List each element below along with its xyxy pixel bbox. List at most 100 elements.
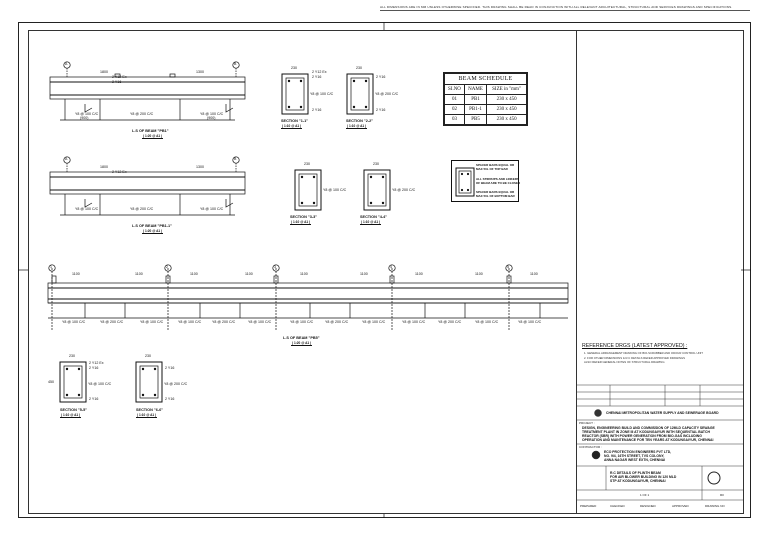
stirrup-label: Y8 @ 100 C/C	[75, 207, 99, 211]
span-dim: 1100	[300, 272, 308, 276]
table-cell: 02	[444, 104, 465, 115]
stirrup-label: Y8 @ 100 C/C	[248, 320, 272, 324]
section-title-2: SECTION "2-2"	[346, 119, 374, 123]
project-line: DESIGN, ENGINEERING BUILD AND COMMISSION…	[582, 426, 715, 430]
table-cell: 230 x 450	[486, 94, 527, 105]
note-line: MAX 50L OF TOP BAR	[476, 167, 508, 171]
section-stirrup: Y8 @ 200 C/C	[375, 92, 399, 96]
stirrup-label: Y8 @ 100 C/C	[518, 320, 542, 324]
stirrup-label: Y8 @ 200 C/C	[325, 320, 349, 324]
table-row: 01 PB1 230 x 450	[444, 94, 527, 105]
section-stirrup: Y8 @ 200 C/C	[392, 188, 416, 192]
top-note-underline	[380, 10, 750, 11]
note-line: OF BEAM ARE TO BE CLOSED	[476, 181, 521, 185]
span-dim: 1100	[530, 272, 538, 276]
section-bar: 2 Y16	[376, 75, 386, 79]
stirrup-label: Y8 @ 200 C/C	[130, 207, 154, 211]
section-bar: 2 Y16	[312, 75, 322, 79]
section-stirrup: Y8 @ 100 C/C	[88, 382, 112, 386]
reference-drawings-title: REFERENCE DRGS (LATEST APPROVED) :	[582, 343, 688, 349]
stirrup-label: Y8 @ 100 C/C	[200, 207, 224, 211]
section-title-4: SECTION "4-4"	[360, 215, 388, 219]
section-bar: 2 Y16	[312, 108, 322, 112]
schedule-header: SI.NO	[444, 84, 465, 95]
view-scale: ( 1:10 @ A1 )	[60, 413, 82, 418]
section-stirrup: Y8 @ 200 C/C	[164, 382, 188, 386]
stirrup-label: Y8 @ 200 C/C	[212, 320, 236, 324]
grid-label-4: 4	[390, 265, 392, 269]
section-width: 230	[304, 162, 310, 166]
note-line: SPACER BARS EQUAL OR	[476, 163, 515, 167]
reference-line: 1. GENERAL ARRANGEMENT DRAWING OF BIO-SC…	[584, 351, 703, 355]
contractor-line: ANNA NAGAR WEST EXTN, CHENNAI	[604, 458, 666, 462]
view-scale: ( 1:10 @ A1 )	[281, 124, 303, 129]
stirrup-label: Y8 @ 200 C/C	[438, 320, 462, 324]
table-row: 02 PB1-1 230 x 450	[444, 104, 527, 115]
section-bar: 2 Y16	[89, 366, 99, 370]
project-line: TREATMENT PLANT IN ZONE III AT KODUNGAIY…	[582, 430, 710, 434]
note-line: MAX 50L OF BOTTOM BAR	[476, 194, 515, 198]
stirrup-label: Y8 @ 100 C/C	[200, 112, 224, 116]
stirrup-label: Y8 @ 100 C/C	[475, 320, 499, 324]
footer-item: CHECKED	[610, 504, 625, 508]
stirrup-label: Y8 @ 100 C/C	[402, 320, 426, 324]
reference-line: 2. FOR OTHER DIMENSIONS & R.C DETAILS RE…	[584, 356, 686, 360]
note-line: ALL STIRRUPS AND LINKERS	[476, 177, 520, 181]
grid-label-b: B	[234, 62, 237, 66]
view-scale: ( 1:20 @ A1 )	[291, 341, 313, 346]
table-cell: 03	[444, 114, 465, 125]
footer-item: DRAWING NO	[705, 504, 725, 508]
span-dim: 1300	[196, 70, 204, 74]
stirrup-label: Y8 @ 100 C/C	[62, 320, 86, 324]
section-width: 230	[145, 354, 151, 358]
span-dim: 1800	[100, 70, 108, 74]
beam-elevation-pb1	[49, 61, 246, 121]
beam-elevation-pb1-1	[49, 156, 246, 216]
table-cell: PB1-1	[463, 104, 488, 115]
contractor-line: NO. 9/4, 16TH STREET, TVS COLONY,	[604, 454, 665, 458]
section-width: 230	[373, 162, 379, 166]
project-label: PROJECT :	[579, 421, 595, 425]
stirrup-label: Y8 @ 100 C/C	[178, 320, 202, 324]
view-title-ls-pb5: L.S OF BEAM "PB5"	[283, 336, 320, 340]
table-cell: 230 x 450	[486, 104, 527, 115]
grid-label-3: 3	[274, 265, 276, 269]
stirrup-label: Y8 @ 200 C/C	[100, 320, 124, 324]
grid-label-1: 1	[50, 265, 52, 269]
section-title-5: SECTION "5-5"	[60, 408, 88, 412]
section-width: 230	[291, 66, 297, 70]
view-scale: ( 1:10 @ A1 )	[346, 124, 368, 129]
revision: R0	[720, 493, 724, 497]
section-title-3: SECTION "3-3"	[290, 215, 318, 219]
section-bar: 2 Y16	[89, 397, 99, 401]
beam-schedule-title: BEAM SCHEDULE	[444, 73, 527, 85]
grid-label-b: B	[234, 157, 237, 161]
span-dim: 1100	[360, 272, 368, 276]
top-bar-label: 2 Y16	[112, 80, 122, 84]
stirrup-label: Y8 @ 100 C/C	[290, 320, 314, 324]
stirrup-label: Y8 @ 100 C/C	[75, 112, 99, 116]
table-cell: 230 x 450	[486, 114, 527, 125]
beam-schedule-table: BEAM SCHEDULE SI.NO NAME SIZE in "mm" 01…	[443, 72, 528, 126]
span-dim: 1100	[475, 272, 483, 276]
drawing-title-line: FOR AIR BLOWER BUILDING IN 120 MLD	[610, 475, 677, 479]
stirrup-label: Y8 @ 100 C/C	[140, 320, 164, 324]
top-general-note: ALL DIMENSIONS ARE IN MM UNLESS OTHERWIS…	[380, 5, 733, 9]
stirrup-label: Y8 @ 100 C/C	[362, 320, 386, 324]
table-cell: 01	[444, 94, 465, 105]
footer-item: DESIGNED	[640, 504, 656, 508]
project-line: REACTOR (SBR) WITH POWER GENERATION FROM…	[582, 434, 702, 438]
view-scale: ( 1:10 @ A1 )	[360, 220, 382, 225]
sheet-number: 1 OF 1	[640, 493, 650, 497]
top-bar-label: 2 Y12 Ex	[112, 75, 127, 79]
section-width: 230	[356, 66, 362, 70]
section-width: 230	[69, 354, 75, 358]
section-bar: 2 Y16	[165, 366, 175, 370]
contractor-label: CONTRACTOR :	[579, 445, 602, 449]
client-name: CHENNAI METROPOLITAN WATER SUPPLY AND SE…	[606, 411, 719, 415]
stirrup-label: Y8 @ 200 C/C	[130, 112, 154, 116]
grid-label-a: A	[65, 62, 68, 66]
footer-item: APPROVED	[672, 504, 689, 508]
grid-label-5: 5	[507, 265, 509, 269]
span-dim: 1800	[100, 165, 108, 169]
